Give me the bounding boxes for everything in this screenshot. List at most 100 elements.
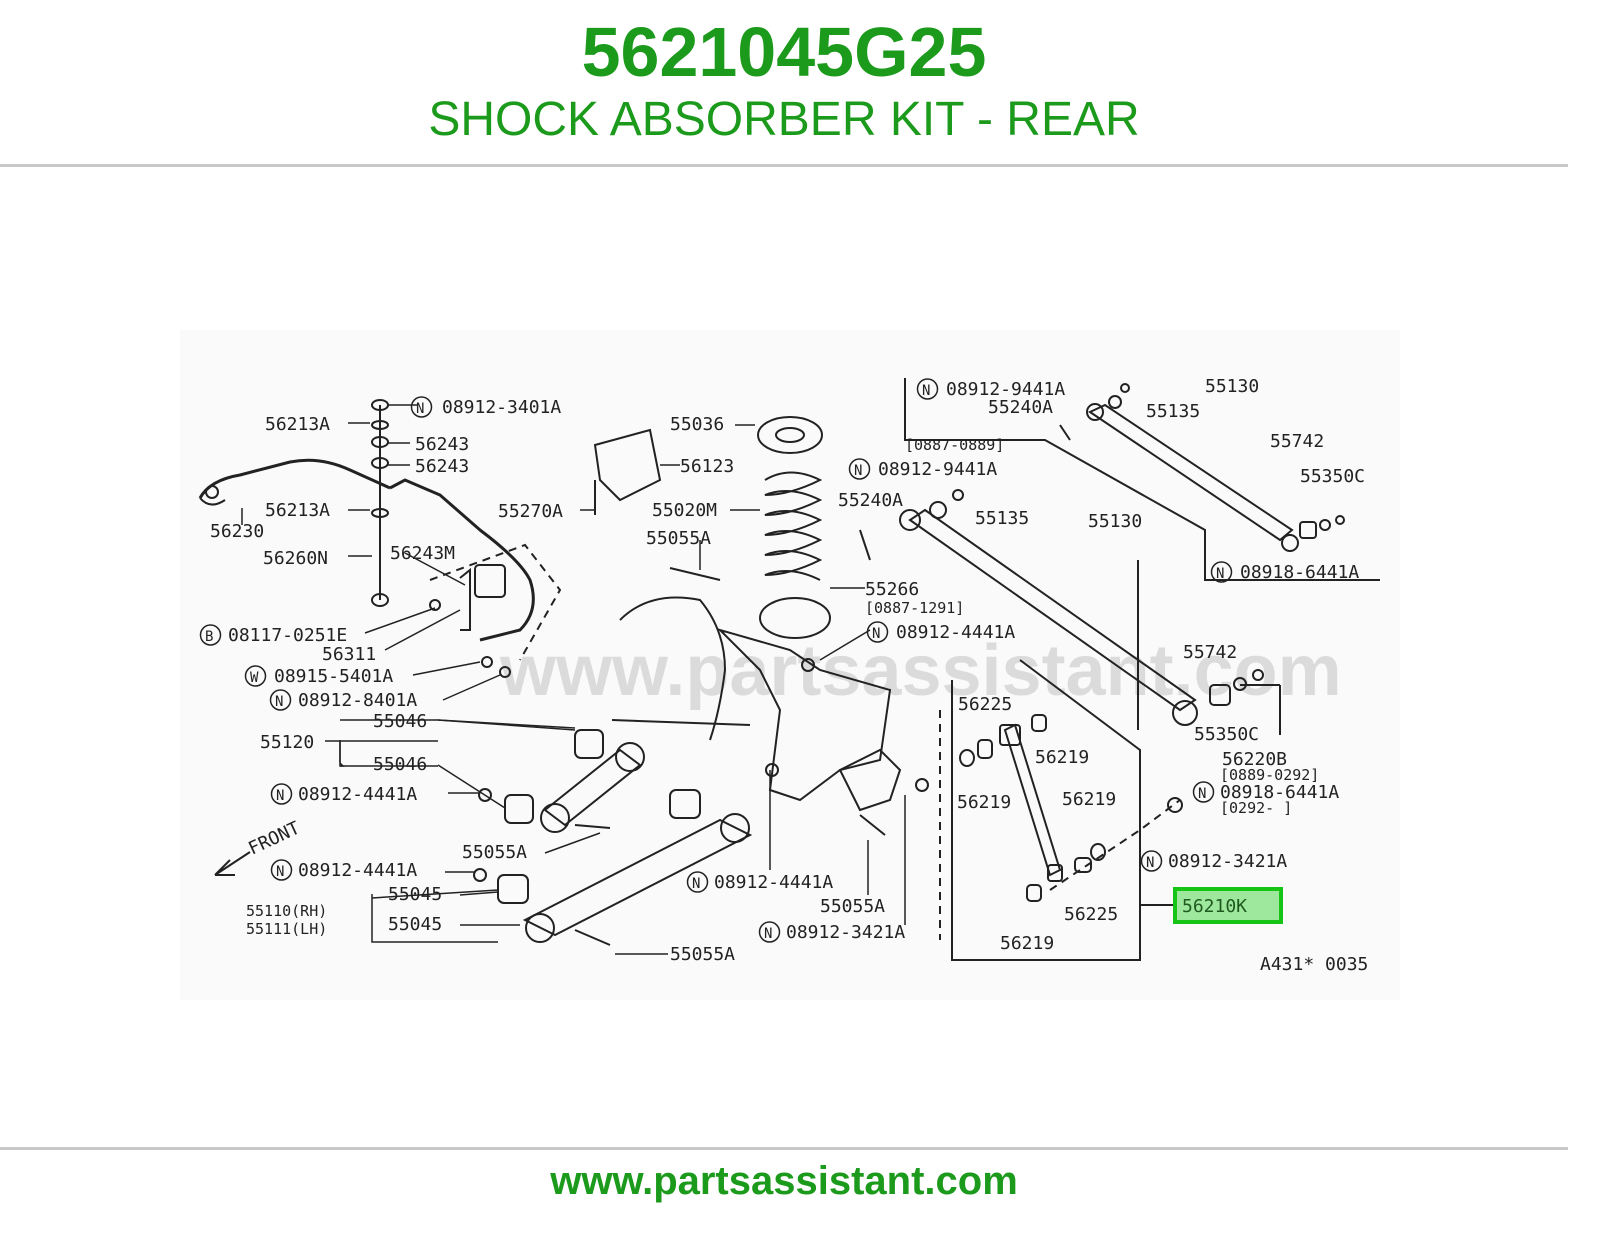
callout-55045: 55045 — [388, 884, 442, 905]
shock-dashed-line — [1049, 799, 1181, 891]
link-eye — [1086, 403, 1104, 421]
bracket-56123-icon — [593, 428, 662, 502]
link-55130-lower — [908, 508, 1197, 712]
prefix-circle-icon — [1210, 561, 1233, 583]
highlighted-part-number[interactable]: 56210K — [1182, 896, 1247, 917]
link-eye — [1172, 700, 1198, 726]
callout-0889-0292: [0889-0292] — [1220, 766, 1319, 784]
washer-56225-icon — [1090, 843, 1106, 861]
header-divider — [0, 164, 1568, 167]
callout-56213A: 56213A — [265, 500, 330, 521]
bushing-56219-icon — [977, 739, 993, 759]
callout-56225: 56225 — [1064, 904, 1118, 925]
callout-55240A: 55240A — [988, 397, 1053, 418]
callout-08918-6441A: 08918-6441A — [1220, 782, 1339, 803]
spring-seat-55036-icon — [757, 416, 823, 454]
bushing-56219-icon — [1026, 884, 1042, 902]
callout-55742: 55742 — [1270, 431, 1324, 452]
link-eye — [720, 813, 750, 843]
callout-56220B: 56220B — [1222, 749, 1287, 770]
link-55130-upper — [1087, 403, 1294, 542]
bushing-55045-icon — [497, 874, 529, 904]
callout-55350C: 55350C — [1300, 466, 1365, 487]
nut-08912-4441A-icon — [478, 788, 492, 802]
prefix-circle-icon — [244, 665, 267, 687]
link-55120-eye — [540, 803, 570, 833]
knuckle-ref-line — [611, 719, 751, 726]
callout-56243: 56243 — [415, 434, 469, 455]
callout-prefix-n: N — [1198, 786, 1206, 802]
callout-08912-8401A: 08912-8401A — [298, 690, 417, 711]
callout-56219: 56219 — [1062, 789, 1116, 810]
bushing-55046-icon — [504, 794, 534, 824]
highlighted-part-box[interactable] — [1173, 887, 1283, 924]
stabilizer-bar-eye — [205, 485, 219, 499]
callout-55110: 55110(RH) — [246, 902, 327, 920]
callout-prefix-n: N — [922, 383, 930, 399]
shock-lower-mount — [1047, 864, 1063, 882]
washer-08915-5401A-icon — [481, 656, 493, 668]
callout-55111: 55111(LH) — [246, 920, 327, 938]
nut-08912-4441A-icon — [765, 763, 779, 777]
lateral-links-group — [429, 543, 753, 946]
callout-0887-1291: [0887-1291] — [865, 599, 964, 617]
link-55120-eye — [615, 742, 645, 772]
bushing-55135-icon — [1108, 395, 1122, 409]
prefix-circle-icon — [269, 689, 292, 711]
washer-56213A-icon — [371, 508, 389, 518]
highlighted-part-callout[interactable]: 56210K — [1173, 887, 1283, 924]
bracket-56311-icon — [459, 567, 471, 631]
bolt-55055A-icon — [669, 567, 721, 581]
part-number-title: 5621045G25 — [581, 13, 987, 91]
diagram-reference-code: A431* 0035 — [1260, 954, 1368, 975]
assembly-dashed-outline — [429, 543, 562, 661]
callout-prefix-w: W — [250, 670, 259, 686]
callout-0292: [0292- ] — [1220, 799, 1292, 817]
callout-08117-0251E: 08117-0251E — [228, 625, 347, 646]
nut-08912-4441A-icon — [801, 658, 815, 672]
callout-55020M: 55020M — [652, 500, 717, 521]
callout-prefix-b: B — [205, 629, 213, 645]
callout-prefix-n: N — [276, 788, 284, 804]
bushing-56243-icon — [371, 436, 389, 448]
callout-08915-5401A: 08915-5401A — [274, 666, 393, 687]
prefix-circle-icon — [270, 859, 293, 881]
prefix-circle-icon — [686, 871, 709, 893]
prefix-circle-icon — [270, 783, 293, 805]
callout-56243: 56243 — [415, 456, 469, 477]
callout-56219: 56219 — [1000, 933, 1054, 954]
callout-55120: 55120 — [260, 732, 314, 753]
callout-56213A: 56213A — [265, 414, 330, 435]
callout-prefix-n: N — [416, 401, 424, 417]
bushing-55046-icon — [574, 729, 604, 759]
callout-55270A: 55270A — [498, 501, 563, 522]
callout-55742: 55742 — [1183, 642, 1237, 663]
footer-website-url[interactable]: www.partsassistant.com — [550, 1159, 1018, 1203]
callout-55046: 55046 — [373, 711, 427, 732]
callout-08912-3421A: 08912-3421A — [1168, 851, 1287, 872]
callout-56219: 56219 — [1035, 747, 1089, 768]
exploded-parts-diagram: www.partsassistant.com — [180, 330, 1400, 1000]
prefix-circle-icon — [199, 624, 222, 646]
callout-08912-3401A: 08912-3401A — [442, 397, 561, 418]
callout-prefix-n: N — [1146, 855, 1154, 871]
link-eye — [899, 509, 921, 531]
callout-0887-0889: [0887-0889] — [905, 436, 1004, 454]
page-header: 5621045G25 SHOCK ABSORBER KIT - REAR — [0, 0, 1568, 166]
nut-08912-9441A-icon — [952, 489, 964, 501]
link-eye — [525, 913, 555, 943]
callout-08912-4441A: 08912-4441A — [896, 622, 1015, 643]
bushing-55135-icon — [929, 501, 947, 519]
bolt-55055A-icon — [859, 814, 886, 836]
leader-lines — [241, 404, 906, 955]
callout-prefix-n: N — [764, 926, 772, 942]
bushing-56219-icon — [1031, 714, 1047, 732]
diagram-watermark: www.partsassistant.com — [499, 631, 1342, 711]
washer-56213A-icon — [371, 420, 389, 430]
callout-56225: 56225 — [958, 694, 1012, 715]
nut-08912-3421A-icon — [915, 778, 929, 792]
front-arrow-icon — [214, 851, 251, 876]
spring-knuckle-group — [593, 416, 929, 836]
stabilizer-bar-group — [198, 399, 535, 678]
callout-prefix-n: N — [854, 463, 862, 479]
